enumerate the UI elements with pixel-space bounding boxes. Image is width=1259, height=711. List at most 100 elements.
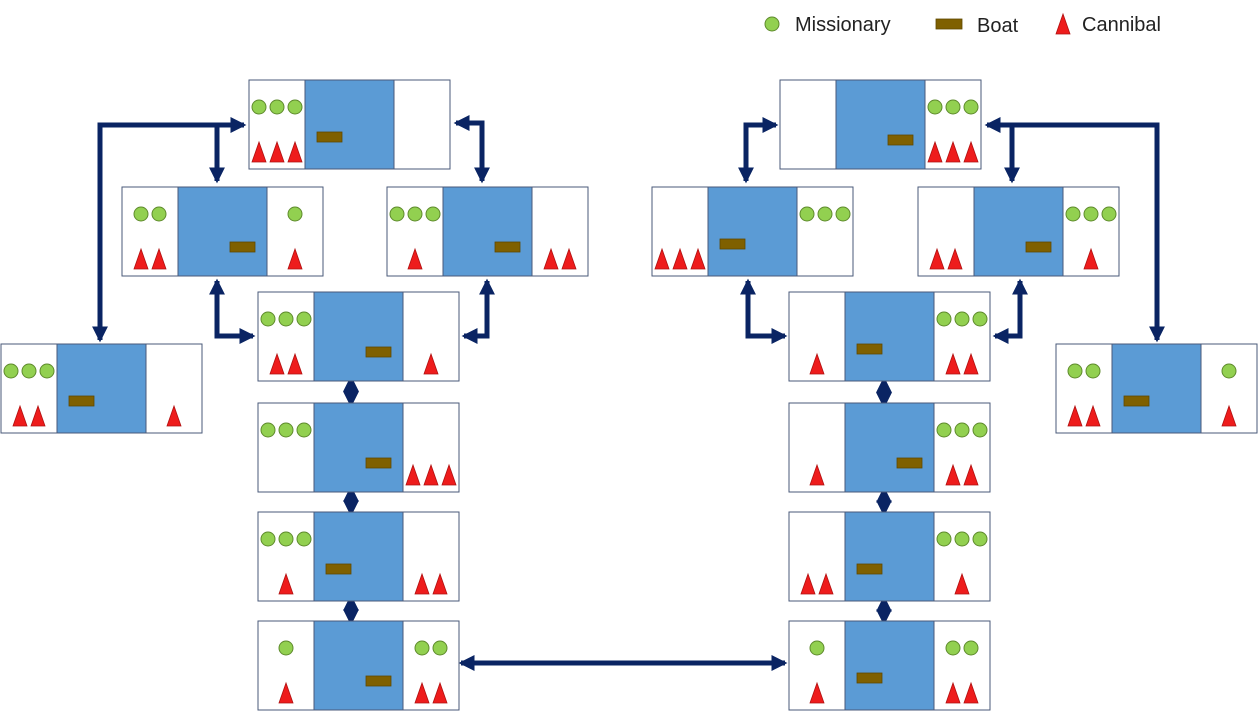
- state-box: [257, 402, 460, 493]
- state-box: [788, 402, 991, 493]
- right-bank-missionary-icon: [1101, 206, 1117, 222]
- right-bank-missionary-icon: [799, 206, 815, 222]
- left-bank-missionary-icon: [151, 206, 167, 222]
- state-border: [121, 186, 324, 277]
- state-border: [257, 402, 460, 493]
- state-border: [257, 511, 460, 602]
- left-bank-cannibal-icon: [12, 404, 28, 427]
- arrow-i-to-n: [737, 116, 779, 184]
- right-bank-missionary-icon: [936, 422, 952, 438]
- right-bank-missionary-icon: [945, 99, 961, 115]
- boat-icon: [365, 346, 392, 358]
- river: [973, 186, 1064, 277]
- left-bank-cannibal-icon: [269, 352, 285, 375]
- left-bank-cannibal-icon: [151, 247, 167, 270]
- left-bank-cannibal-icon: [809, 352, 825, 375]
- legend-boat-label: Boat: [977, 15, 1019, 37]
- left-bank-cannibal-icon: [287, 140, 303, 163]
- state-box: [788, 511, 991, 602]
- right-bank-missionary-icon: [927, 99, 943, 115]
- left-bank-missionary-icon: [1067, 363, 1083, 379]
- arrow-a-to-b: [208, 122, 244, 184]
- left-bank-cannibal-icon: [278, 681, 294, 704]
- right-bank-cannibal-icon: [945, 352, 961, 375]
- right-bank-cannibal-icon: [441, 463, 457, 486]
- left-bank-cannibal-icon: [672, 247, 688, 270]
- right-bank-cannibal-icon: [963, 463, 979, 486]
- river: [177, 186, 268, 277]
- state-border: [788, 620, 991, 711]
- arrow-a-to-d: [91, 116, 247, 343]
- left-bank-missionary-icon: [3, 363, 19, 379]
- left-bank-cannibal-icon: [809, 463, 825, 486]
- arrow-a-to-c: [453, 114, 491, 184]
- left-bank-cannibal-icon: [133, 247, 149, 270]
- river: [844, 402, 935, 493]
- boat-icon: [719, 238, 746, 250]
- river: [835, 79, 926, 170]
- left-bank-cannibal-icon: [800, 572, 816, 595]
- right-bank-cannibal-icon: [414, 681, 430, 704]
- left-bank-missionary-icon: [296, 531, 312, 547]
- right-bank-cannibal-icon: [963, 352, 979, 375]
- left-bank-missionary-icon: [278, 422, 294, 438]
- left-bank-missionary-icon: [809, 640, 825, 656]
- river: [313, 291, 404, 382]
- state-box: [1055, 343, 1258, 434]
- right-bank-cannibal-icon: [945, 681, 961, 704]
- right-bank-missionary-icon: [954, 531, 970, 547]
- right-bank-cannibal-icon: [405, 463, 421, 486]
- left-bank-cannibal-icon: [1085, 404, 1101, 427]
- boat-icon: [887, 134, 914, 146]
- left-bank-cannibal-icon: [287, 352, 303, 375]
- state-border: [651, 186, 854, 277]
- legend-missionary-icon: [764, 16, 780, 32]
- right-bank-cannibal-icon: [166, 404, 182, 427]
- right-bank-missionary-icon: [963, 640, 979, 656]
- boat-icon: [365, 675, 392, 687]
- legend-cannibal-icon: [1055, 12, 1071, 35]
- right-bank-missionary-icon: [972, 422, 988, 438]
- arrow-o-to-m: [992, 278, 1029, 345]
- right-bank-missionary-icon: [817, 206, 833, 222]
- right-bank-missionary-icon: [1221, 363, 1237, 379]
- right-bank-missionary-icon: [835, 206, 851, 222]
- boat-icon: [856, 672, 883, 684]
- boat-icon: [896, 457, 923, 469]
- left-bank-missionary-icon: [278, 531, 294, 547]
- boat-icon: [316, 131, 343, 143]
- state-box: [121, 186, 324, 277]
- legend-cannibal-label: Cannibal: [1082, 14, 1161, 36]
- right-bank-cannibal-icon: [954, 572, 970, 595]
- boat-icon: [229, 241, 256, 253]
- state-border: [788, 402, 991, 493]
- boat-icon: [494, 241, 521, 253]
- left-bank-missionary-icon: [278, 640, 294, 656]
- arrow-n-to-m: [739, 278, 788, 345]
- left-bank-missionary-icon: [296, 311, 312, 327]
- legend: Missionary Boat Cannibal: [764, 12, 1161, 37]
- river: [56, 343, 147, 434]
- river: [844, 511, 935, 602]
- right-bank-cannibal-icon: [561, 247, 577, 270]
- boat-icon: [325, 563, 352, 575]
- left-bank-missionary-icon: [39, 363, 55, 379]
- left-bank-missionary-icon: [1085, 363, 1101, 379]
- right-bank-missionary-icon: [1065, 206, 1081, 222]
- state-box: [788, 620, 991, 711]
- right-bank-missionary-icon: [945, 640, 961, 656]
- arrow-i-to-p: [984, 116, 1166, 343]
- left-bank-cannibal-icon: [818, 572, 834, 595]
- river: [707, 186, 798, 277]
- right-bank-missionary-icon: [287, 206, 303, 222]
- right-bank-cannibal-icon: [423, 352, 439, 375]
- arrow-b-to-e: [208, 278, 256, 345]
- left-bank-missionary-icon: [251, 99, 267, 115]
- left-bank-cannibal-icon: [278, 572, 294, 595]
- left-bank-cannibal-icon: [809, 681, 825, 704]
- river: [313, 511, 404, 602]
- state-box: [257, 620, 460, 711]
- state-border: [788, 291, 991, 382]
- right-bank-cannibal-icon: [432, 572, 448, 595]
- state-box: [917, 186, 1120, 277]
